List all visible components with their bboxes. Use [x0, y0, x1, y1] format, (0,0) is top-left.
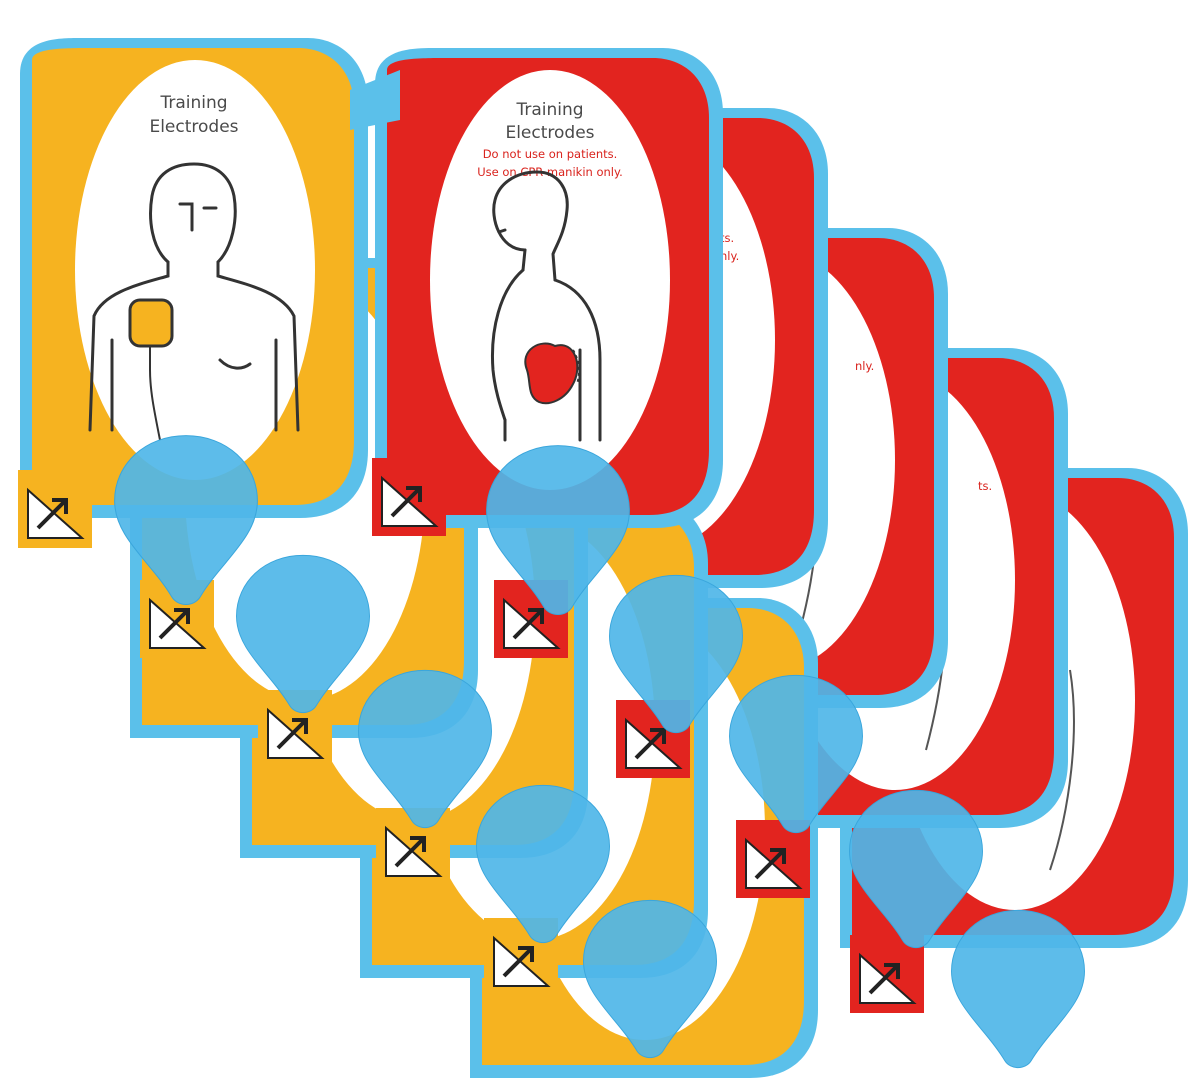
side-profile-figure-icon: [491, 170, 602, 442]
tab-icon-yellow-front: [16, 468, 94, 550]
red-pad-2-peek-text-1: ts.: [720, 231, 734, 245]
yellow-pad-front: Training Electrodes: [20, 38, 368, 518]
front-figure-icon: [88, 162, 300, 432]
tab-icon-red-front: [370, 456, 448, 538]
red-pad-title-line1: Training: [515, 100, 583, 120]
red-pad-5: [840, 468, 1188, 948]
yellow-pad-title-line2: Electrodes: [149, 117, 238, 137]
electrode-red-5: [951, 909, 1085, 1069]
liner-connector: [350, 70, 400, 130]
red-pad-title-line2: Electrodes: [505, 123, 594, 143]
red-pad-3-peek-text: nly.: [855, 359, 874, 373]
red-pad-2-peek-text-2: nly.: [720, 249, 739, 263]
red-pad-warning-line2: Use on CPR manikin only.: [477, 165, 623, 179]
red-pad-4-peek-text: ts.: [978, 479, 992, 493]
chest-pad-icon: [128, 298, 174, 441]
red-pad-front: Training Electrodes Do not use on patien…: [375, 48, 723, 528]
red-pad-warning-line1: Do not use on patients.: [483, 147, 618, 161]
yellow-pad-title-line1: Training: [159, 93, 227, 113]
heart-pad-icon: [524, 342, 581, 405]
